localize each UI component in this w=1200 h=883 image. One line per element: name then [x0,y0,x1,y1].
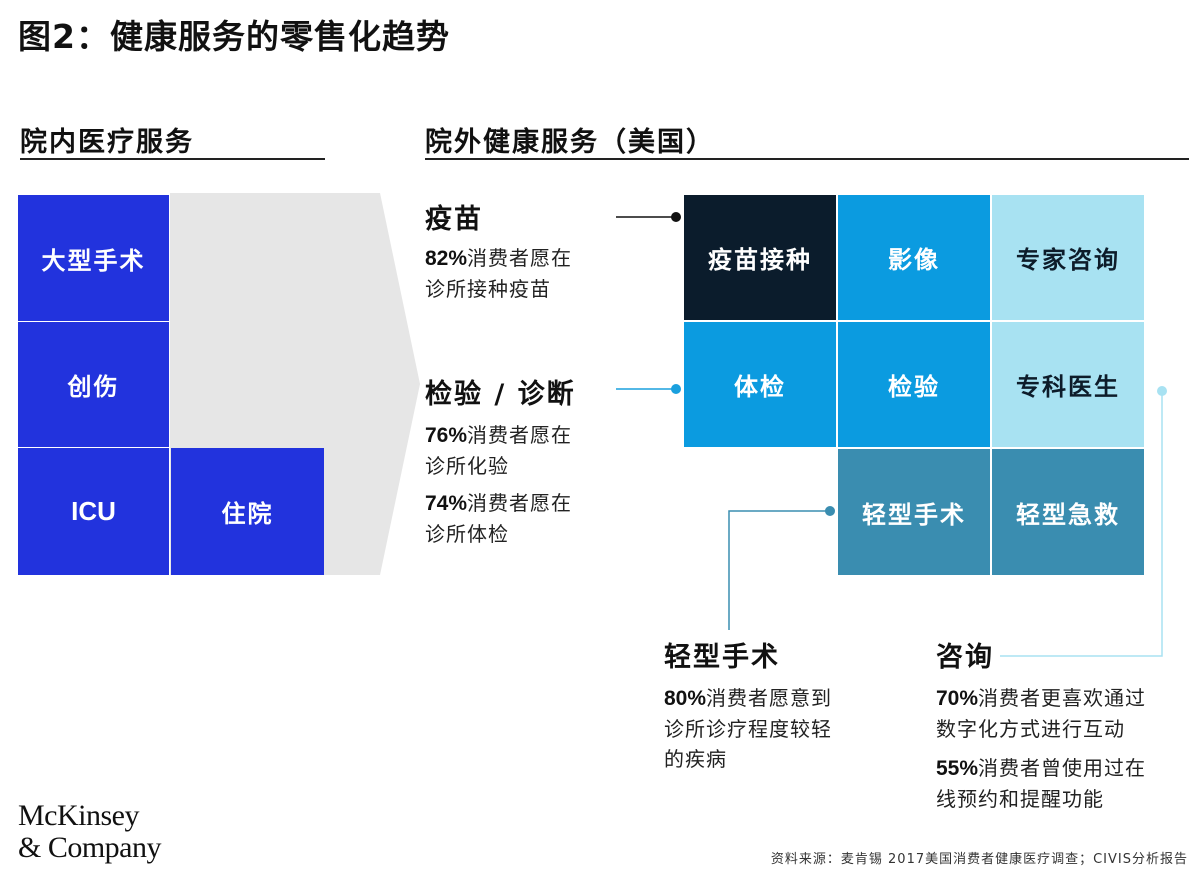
stat-pct: 82% [425,247,468,270]
stat-pct: 76% [425,424,468,447]
cell-physical-exam: 体检 [684,322,836,447]
cell-trauma: 创伤 [18,322,169,447]
consult-stat-55: 55%消费者曾使用过在 线预约和提醒功能 [936,753,1146,814]
left-section-rule [20,158,325,160]
cell-vaccination: 疫苗接种 [684,195,836,320]
stat-text: 消费者愿在 [467,423,573,447]
cell-inpatient: 住院 [171,448,324,575]
logo-line: & Company [18,831,162,864]
stat-text: 诊所体检 [425,522,509,546]
stat-text: 的疾病 [664,747,727,771]
logo-line: McKinsey [18,799,139,832]
lab-stat-76: 76%消费者愿在 诊所化验 [425,420,572,481]
consult-stat-70: 70%消费者更喜欢通过 数字化方式进行互动 [936,683,1146,744]
cell-minor-surgery: 轻型手术 [838,449,990,575]
cell-imaging: 影像 [838,195,990,320]
stat-text: 消费者愿意到 [706,686,833,710]
cell-minor-urgent-care: 轻型急救 [992,449,1144,575]
lab-title: 检验 / 诊断 [425,379,576,410]
figure-title: 图2：健康服务的零售化趋势 [18,17,450,56]
stat-text: 诊所化验 [425,454,509,478]
stat-text: 诊所接种疫苗 [425,277,551,301]
stat-text: 数字化方式进行互动 [936,717,1125,741]
stat-pct: 80% [664,687,707,710]
surgery-title: 轻型手术 [664,642,780,673]
vaccine-title: 疫苗 [425,204,483,235]
stat-text: 消费者曾使用过在 [978,756,1147,780]
stat-text: 线预约和提醒功能 [936,787,1104,811]
mckinsey-logo: McKinsey & Company [18,799,162,864]
stat-text: 消费者愿在 [467,246,573,270]
stat-pct: 70% [936,687,979,710]
stat-text: 消费者更喜欢通过 [978,686,1147,710]
cell-lab-test: 检验 [838,322,990,447]
stat-text: 诊所诊疗程度较轻 [664,717,832,741]
consult-title: 咨询 [936,642,994,673]
stat-pct: 74% [425,492,468,515]
right-section-rule [425,158,1189,160]
stat-text: 消费者愿在 [467,491,573,515]
left-section-header: 院内医疗服务 [20,127,194,158]
cell-icu: ICU [18,448,169,575]
lab-stat-74: 74%消费者愿在 诊所体检 [425,488,572,549]
vaccine-stat-82: 82%消费者愿在 诊所接种疫苗 [425,243,572,304]
source-note: 资料来源：麦肯锡 2017美国消费者健康医疗调查；CIVIS分析报告 [770,852,1188,867]
stat-pct: 55% [936,757,979,780]
right-section-header: 院外健康服务（美国） [425,127,715,158]
cell-expert-consult: 专家咨询 [992,195,1144,320]
cell-major-surgery: 大型手术 [18,195,169,321]
surgery-stat-80: 80%消费者愿意到 诊所诊疗程度较轻 的疾病 [664,683,832,774]
cell-specialist: 专科医生 [992,322,1144,447]
